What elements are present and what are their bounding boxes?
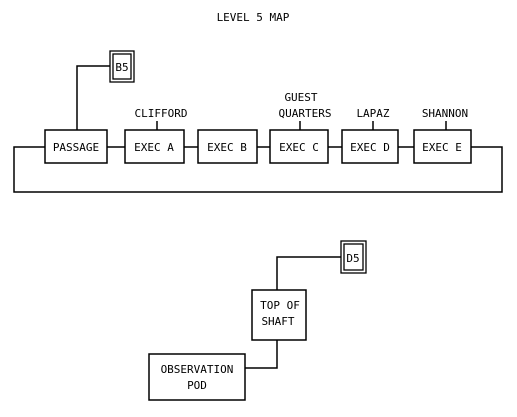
map-title: LEVEL 5 MAP: [217, 11, 290, 24]
room-observation-pod-line-2: POD: [187, 379, 207, 392]
occupant-guest-quarters-line-2: QUARTERS: [279, 107, 332, 120]
room-passage[interactable]: PASSAGE: [44, 129, 108, 164]
shaft-connectors: [245, 256, 341, 369]
link-shaft-observation-pod: [245, 340, 278, 369]
room-exec-d-label: EXEC D: [350, 141, 390, 154]
room-exec-e[interactable]: EXEC E: [413, 129, 472, 164]
room-exec-b[interactable]: EXEC B: [197, 129, 258, 164]
link-shaft-d5: [276, 256, 341, 290]
room-exec-a-label: EXEC A: [134, 141, 174, 154]
room-exec-c[interactable]: EXEC C: [269, 129, 329, 164]
room-top-of-shaft-line-2: SHAFT: [261, 315, 294, 328]
room-exec-e-label: EXEC E: [422, 141, 462, 154]
room-observation-pod-line-1: OBSERVATION: [161, 363, 234, 376]
marker-d5-label: D5: [346, 252, 359, 265]
loop-connector: [13, 146, 503, 193]
room-exec-c-label: EXEC C: [279, 141, 319, 154]
occupant-lapaz: LAPAZ: [356, 107, 389, 120]
occupant-guest-quarters-line-1: GUEST: [284, 91, 317, 104]
marker-d5[interactable]: D5: [340, 240, 367, 274]
room-observation-pod[interactable]: OBSERVATION POD: [148, 353, 246, 401]
room-exec-a[interactable]: EXEC A: [124, 129, 185, 164]
room-exec-b-label: EXEC B: [207, 141, 247, 154]
link-passage-b5: [76, 65, 110, 130]
marker-b5-label: B5: [115, 61, 128, 74]
corridor-connectors: [13, 65, 503, 193]
occupant-clifford: CLIFFORD: [135, 107, 188, 120]
room-top-of-shaft-line-1: TOP OF: [260, 299, 300, 312]
occupant-shannon: SHANNON: [422, 107, 468, 120]
room-top-of-shaft[interactable]: TOP OF SHAFT: [251, 289, 307, 341]
room-exec-d[interactable]: EXEC D: [341, 129, 399, 164]
marker-b5[interactable]: B5: [109, 50, 135, 83]
room-passage-label: PASSAGE: [53, 141, 99, 154]
